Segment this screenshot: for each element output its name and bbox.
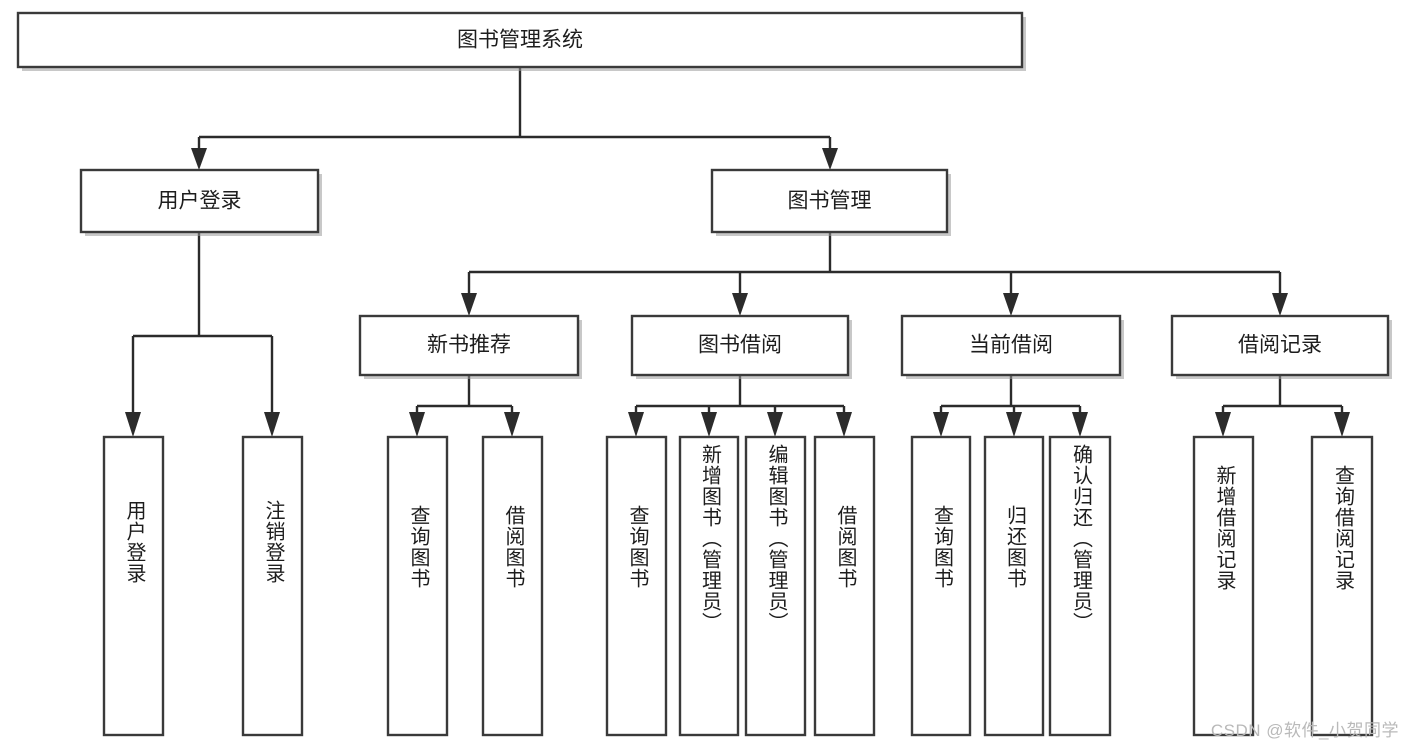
arrow-head-borrow-record bbox=[1272, 293, 1288, 316]
arrow-head-leaf-logout bbox=[264, 412, 280, 437]
arrow-head-leaf-borrow-book-2 bbox=[836, 412, 852, 437]
arrow-head-leaf-edit-book bbox=[767, 412, 783, 437]
arrow-head-leaf-confirm-return bbox=[1072, 412, 1088, 437]
arrow-head-leaf-query-book-2 bbox=[628, 412, 644, 437]
node-layer: 图书管理系统 用户登录 图书管理 新书推荐 图书 bbox=[16, 11, 1392, 737]
arrow-head-leaf-query-book-1 bbox=[409, 412, 425, 437]
arrow-head-leaf-query-record bbox=[1334, 412, 1350, 437]
node-user-login-label: 用户登录 bbox=[158, 190, 242, 213]
arrow-head-leaf-add-record bbox=[1215, 412, 1231, 437]
node-borrow-record[interactable]: 借阅记录 bbox=[1170, 314, 1392, 379]
arrow-head-leaf-add-book bbox=[701, 412, 717, 437]
node-current-borrow[interactable]: 当前借阅 bbox=[900, 314, 1124, 379]
leaf-box-borrow-book-2[interactable] bbox=[813, 435, 876, 737]
node-new-book-recommend-label: 新书推荐 bbox=[427, 334, 511, 357]
csdn-watermark: CSDN @软件_小贺同学 bbox=[1210, 721, 1399, 740]
leaf-box-return-book[interactable] bbox=[983, 435, 1045, 737]
arrow-head-current-borrow bbox=[1003, 293, 1019, 316]
leaf-box-query-book-2[interactable] bbox=[605, 435, 668, 737]
node-book-borrow-label: 图书借阅 bbox=[698, 334, 782, 357]
leaf-box-borrow-book-1[interactable] bbox=[481, 435, 544, 737]
node-root-label: 图书管理系统 bbox=[457, 29, 583, 52]
arrow-head-new-book-rec bbox=[461, 293, 477, 316]
leaf-box-add-record[interactable] bbox=[1192, 435, 1255, 737]
node-current-borrow-label: 当前借阅 bbox=[969, 334, 1053, 357]
node-root[interactable]: 图书管理系统 bbox=[16, 11, 1026, 71]
leaf-box-confirm-return[interactable] bbox=[1048, 435, 1112, 737]
arrow-head-book-mgmt bbox=[822, 148, 838, 170]
leaf-box-edit-book[interactable] bbox=[744, 435, 807, 737]
leaf-box-query-record[interactable] bbox=[1310, 435, 1374, 737]
leaf-box-query-book-3[interactable] bbox=[910, 435, 972, 737]
node-user-login[interactable]: 用户登录 bbox=[79, 168, 322, 236]
leaf-box-user-login[interactable] bbox=[102, 435, 165, 737]
leaf-box-logout[interactable] bbox=[241, 435, 304, 737]
leaf-box-layer bbox=[102, 435, 1374, 737]
leaf-box-add-book[interactable] bbox=[678, 435, 740, 737]
arrow-head-user-login bbox=[191, 148, 207, 170]
arrow-head-leaf-query-book-3 bbox=[933, 412, 949, 437]
node-book-borrow[interactable]: 图书借阅 bbox=[630, 314, 852, 379]
leaf-box-query-book-1[interactable] bbox=[386, 435, 449, 737]
arrow-head-leaf-borrow-book-1 bbox=[504, 412, 520, 437]
arrow-head-leaf-user-login bbox=[125, 412, 141, 437]
node-borrow-record-label: 借阅记录 bbox=[1238, 334, 1322, 357]
connector-layer bbox=[125, 67, 1350, 437]
node-new-book-recommend[interactable]: 新书推荐 bbox=[358, 314, 582, 379]
arrow-head-book-borrow bbox=[732, 293, 748, 316]
arrow-head-leaf-return-book bbox=[1006, 412, 1022, 437]
node-book-management-label: 图书管理 bbox=[788, 190, 872, 213]
node-book-management[interactable]: 图书管理 bbox=[710, 168, 951, 236]
